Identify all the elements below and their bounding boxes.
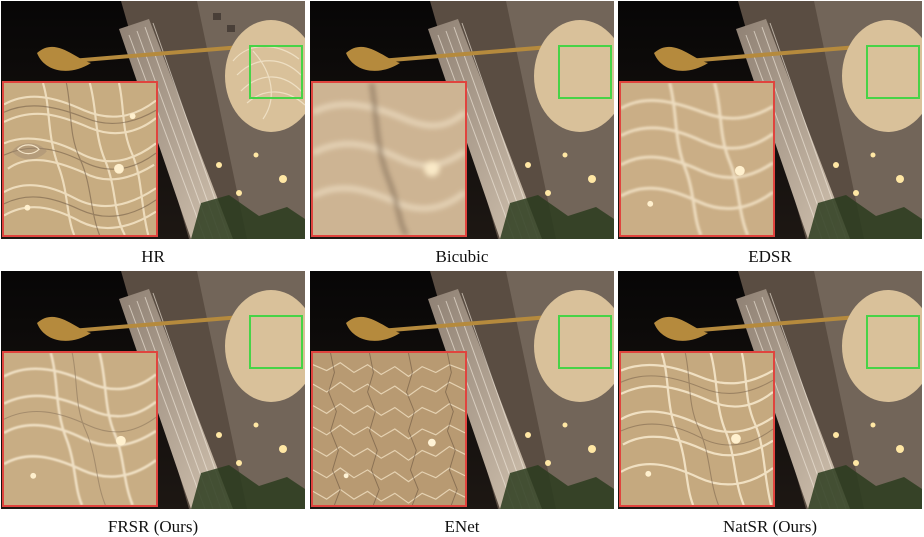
panel-natsr — [618, 271, 922, 509]
zoom-inset — [2, 81, 158, 237]
panel-edsr — [618, 1, 922, 239]
caption-enet: ENet — [444, 517, 480, 536]
scene-image — [1, 1, 305, 239]
panel-enet — [310, 271, 614, 509]
inset-texture — [621, 83, 773, 235]
inset-texture — [313, 83, 465, 235]
panel-bicubic — [310, 1, 614, 239]
caption-bicubic: Bicubic — [435, 247, 489, 266]
caption-natsr: NatSR (Ours) — [723, 517, 817, 536]
roi-box — [866, 315, 920, 369]
inset-texture — [4, 83, 156, 235]
roi-box — [558, 315, 612, 369]
roi-box — [866, 45, 920, 99]
zoom-inset — [311, 81, 467, 237]
zoom-inset — [619, 81, 775, 237]
caption-edsr: EDSR — [748, 247, 792, 266]
zoom-inset — [2, 351, 158, 507]
caption-frsr: FRSR (Ours) — [107, 517, 199, 536]
roi-box — [558, 45, 612, 99]
inset-texture — [4, 353, 156, 505]
roi-box — [249, 45, 303, 99]
inset-texture — [621, 353, 773, 505]
inset-texture — [313, 353, 465, 505]
roi-box — [249, 315, 303, 369]
caption-hr: HR — [141, 247, 165, 266]
panel-frsr — [1, 271, 305, 509]
zoom-inset — [311, 351, 467, 507]
panel-hr — [1, 1, 305, 239]
zoom-inset — [619, 351, 775, 507]
